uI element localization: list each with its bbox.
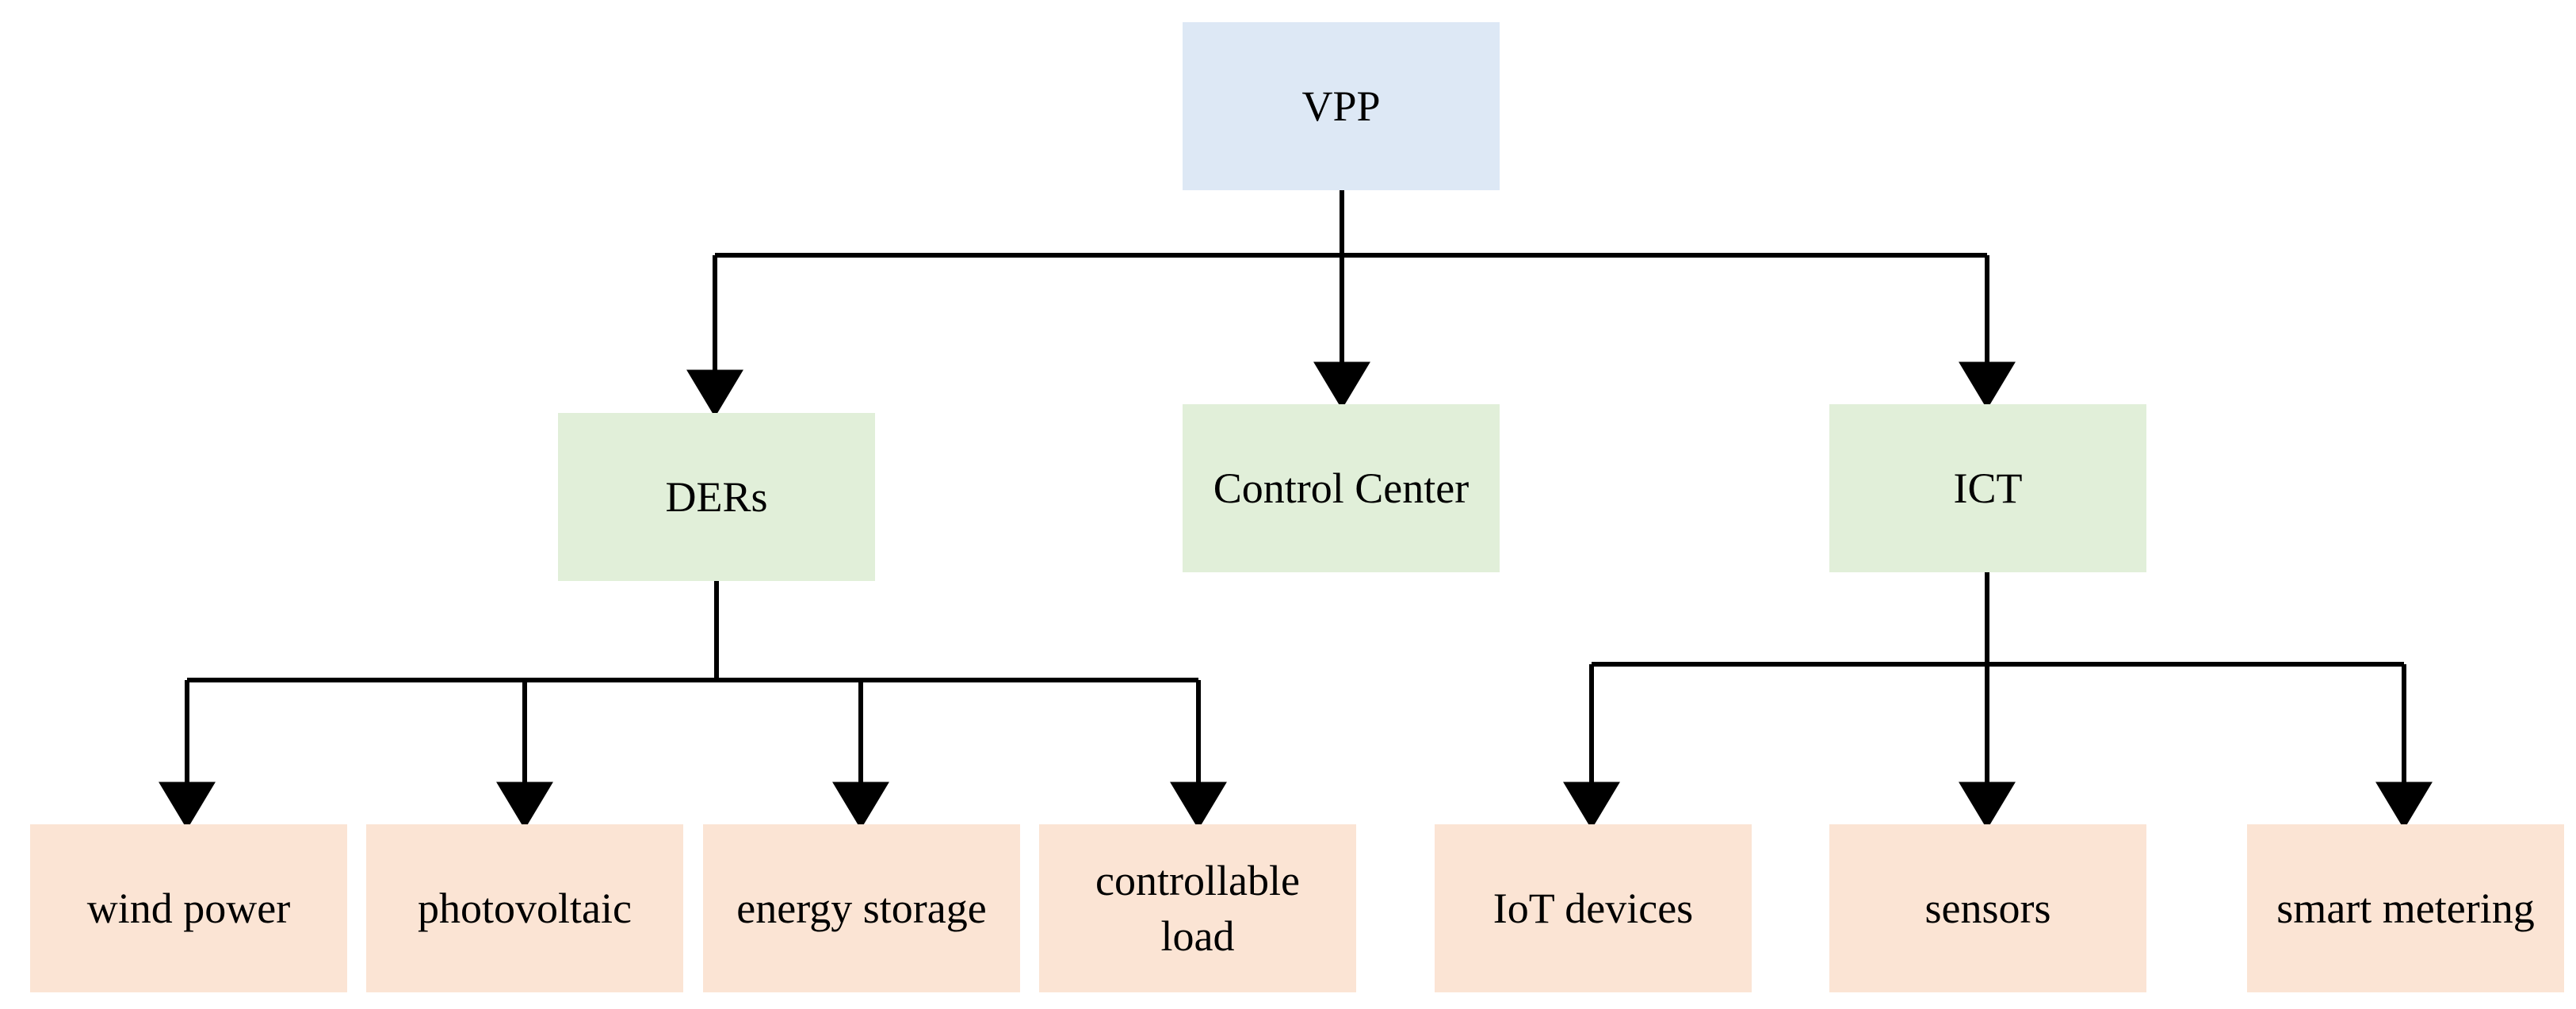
- node-photovoltaic: photovoltaic: [366, 824, 683, 992]
- node-iot-devices-label: IoT devices: [1492, 884, 1694, 932]
- node-controllable-load: controllable load: [1039, 824, 1356, 992]
- node-controllable-load-label: controllable load: [1095, 856, 1300, 960]
- node-ict-label: ICT: [1953, 464, 2023, 512]
- node-sensors-label: sensors: [1924, 884, 2051, 932]
- node-ders-label: DERs: [665, 472, 768, 521]
- node-control-center: Control Center: [1183, 404, 1500, 572]
- node-energy-storage-label: energy storage: [736, 884, 987, 932]
- node-vpp: VPP: [1183, 22, 1500, 190]
- node-smart-metering-label: smart metering: [2276, 884, 2535, 932]
- node-wind-power: wind power: [30, 824, 347, 992]
- node-vpp-label: VPP: [1301, 82, 1381, 130]
- node-control-center-label: Control Center: [1213, 464, 1470, 512]
- node-iot-devices: IoT devices: [1435, 824, 1752, 992]
- node-energy-storage: energy storage: [703, 824, 1020, 992]
- node-wind-power-label: wind power: [86, 884, 291, 932]
- node-photovoltaic-label: photovoltaic: [418, 884, 632, 932]
- node-sensors: sensors: [1829, 824, 2146, 992]
- node-ict: ICT: [1829, 404, 2146, 572]
- node-ders: DERs: [558, 413, 875, 581]
- node-smart-metering: smart metering: [2247, 824, 2564, 992]
